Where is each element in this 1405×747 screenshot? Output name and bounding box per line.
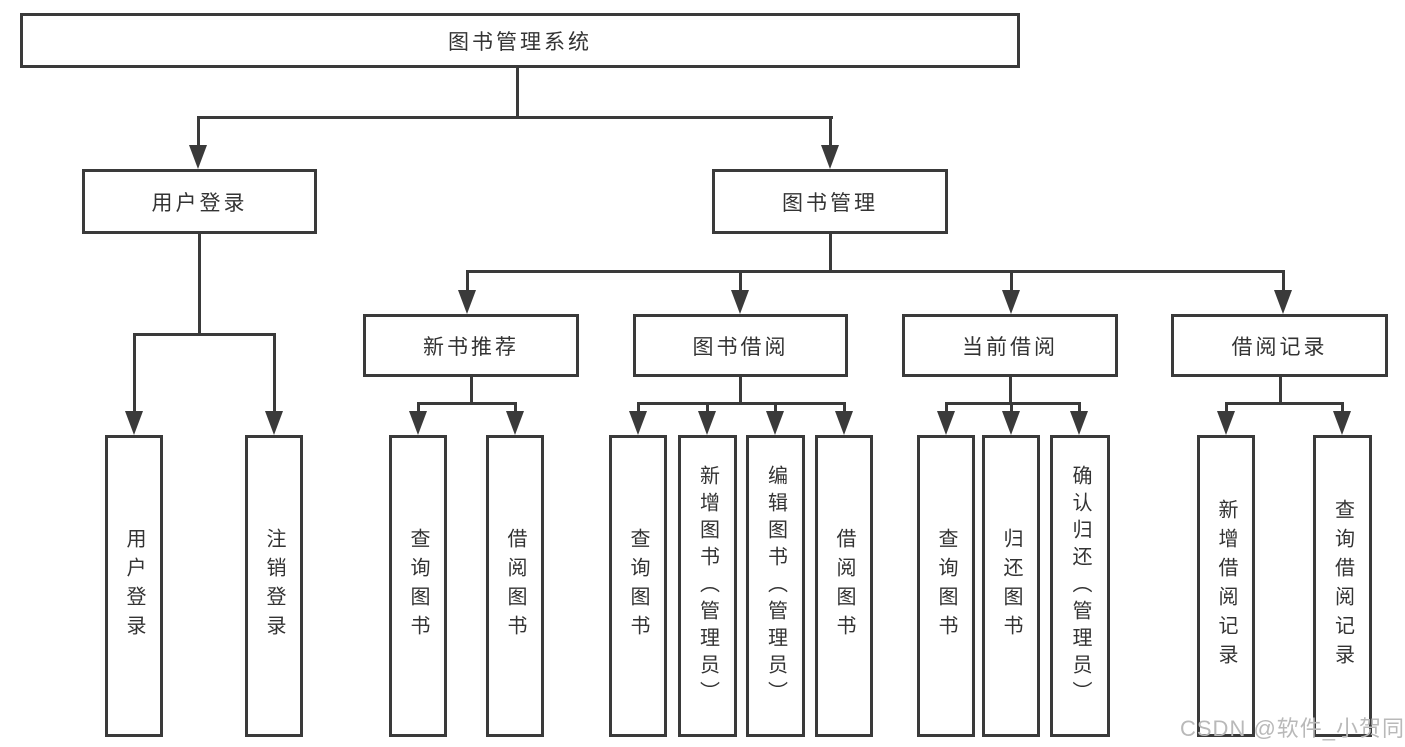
leaf-bb-add-book-admin: 新增图书（管理员） [678, 435, 737, 737]
leaf-user-login-label: 用户登录 [123, 528, 145, 644]
arrow-down-icon [1333, 411, 1351, 435]
connector-stem-current-borrow [1010, 270, 1013, 292]
arrow-down-icon [1002, 290, 1020, 314]
leaf-logout-label: 注销登录 [263, 528, 285, 644]
leaf-bb-query-book: 查询图书 [609, 435, 667, 737]
node-new-book-recommend-label: 新书推荐 [423, 335, 519, 359]
connector-rec-drop [470, 377, 473, 405]
connector-root-drop [516, 68, 519, 118]
arrow-down-icon [189, 145, 207, 169]
connector-book-mgmt-drop [829, 234, 832, 273]
connector-stem-rec-query [417, 402, 420, 413]
leaf-logout: 注销登录 [245, 435, 303, 737]
node-root-label: 图书管理系统 [448, 30, 592, 54]
connector-stem-book-mgmt [829, 116, 832, 146]
connector-stem-leaf-logout [273, 333, 276, 412]
leaf-user-login: 用户登录 [105, 435, 163, 737]
arrow-down-icon [1274, 290, 1292, 314]
leaf-cb-query-book: 查询图书 [917, 435, 975, 737]
connector-stem-br-query [1341, 402, 1344, 413]
connector-stem-book-borrow [739, 270, 742, 292]
arrow-down-icon [1070, 411, 1088, 435]
connector-level2-rail [197, 116, 833, 119]
leaf-br-query-record-label: 查询借阅记录 [1331, 499, 1354, 673]
leaf-cb-query-book-label: 查询图书 [935, 528, 957, 644]
arrow-down-icon [766, 411, 784, 435]
node-borrow-records: 借阅记录 [1171, 314, 1388, 377]
connector-bb-rail [637, 402, 846, 405]
connector-stem-rec-borrow [514, 402, 517, 413]
leaf-rec-borrow-book-label: 借阅图书 [504, 528, 526, 644]
leaf-bb-borrow-book: 借阅图书 [815, 435, 873, 737]
connector-br-rail [1225, 402, 1344, 405]
arrow-down-icon [458, 290, 476, 314]
arrow-down-icon [506, 411, 524, 435]
connector-stem-leaf-user-login [133, 333, 136, 412]
leaf-bb-add-book-admin-label: 新增图书（管理员） [696, 464, 719, 708]
connector-stem-cb-return [1010, 402, 1013, 413]
connector-level3-rail [466, 270, 1285, 273]
connector-stem-user-login [197, 116, 200, 146]
connector-stem-bb-edit [774, 402, 777, 413]
leaf-cb-confirm-return-admin: 确认归还（管理员） [1050, 435, 1110, 737]
arrow-down-icon [937, 411, 955, 435]
arrow-down-icon [409, 411, 427, 435]
connector-cb-rail [945, 402, 1081, 405]
leaf-cb-return-book: 归还图书 [982, 435, 1040, 737]
arrow-down-icon [265, 411, 283, 435]
connector-stem-new-book-rec [466, 270, 469, 292]
leaf-bb-edit-book-admin-label: 编辑图书（管理员） [764, 464, 787, 708]
connector-stem-br-add [1225, 402, 1228, 413]
connector-stem-cb-confirm [1078, 402, 1081, 413]
node-borrow-records-label: 借阅记录 [1231, 335, 1328, 359]
leaf-bb-query-book-label: 查询图书 [627, 528, 649, 644]
node-book-borrow-label: 图书借阅 [692, 335, 789, 359]
arrow-down-icon [835, 411, 853, 435]
connector-stem-bb-borrow [843, 402, 846, 413]
connector-user-login-drop [198, 234, 201, 336]
connector-stem-cb-query [945, 402, 948, 413]
node-new-book-recommend: 新书推荐 [363, 314, 579, 377]
connector-rec-rail [417, 402, 517, 405]
leaf-bb-edit-book-admin: 编辑图书（管理员） [746, 435, 805, 737]
leaf-rec-query-book: 查询图书 [389, 435, 447, 737]
node-book-borrow: 图书借阅 [633, 314, 848, 377]
connector-cb-drop [1009, 377, 1012, 405]
arrow-down-icon [731, 290, 749, 314]
node-root: 图书管理系统 [20, 13, 1020, 68]
arrow-down-icon [1002, 411, 1020, 435]
connector-stem-bb-query [637, 402, 640, 413]
arrow-down-icon [629, 411, 647, 435]
node-current-borrow: 当前借阅 [902, 314, 1118, 377]
node-book-management: 图书管理 [712, 169, 948, 234]
leaf-br-query-record: 查询借阅记录 [1313, 435, 1372, 737]
leaf-br-add-record-label: 新增借阅记录 [1215, 499, 1237, 673]
leaf-rec-borrow-book: 借阅图书 [486, 435, 544, 737]
node-current-borrow-label: 当前借阅 [962, 335, 1058, 359]
connector-stem-borrow-records [1282, 270, 1285, 292]
connector-user-login-rail [133, 333, 276, 336]
leaf-bb-borrow-book-label: 借阅图书 [833, 528, 855, 644]
leaf-cb-confirm-return-admin-label: 确认归还（管理员） [1069, 464, 1091, 708]
arrow-down-icon [821, 145, 839, 169]
leaf-br-add-record: 新增借阅记录 [1197, 435, 1255, 737]
arrow-down-icon [125, 411, 143, 435]
node-user-login: 用户登录 [82, 169, 317, 234]
csdn-watermark: CSDN @软件_小贺同学 [1180, 716, 1405, 741]
node-book-management-label: 图书管理 [782, 191, 878, 215]
connector-bb-drop [739, 377, 742, 405]
arrow-down-icon [698, 411, 716, 435]
arrow-down-icon [1217, 411, 1235, 435]
leaf-cb-return-book-label: 归还图书 [1000, 528, 1022, 644]
connector-br-drop [1279, 377, 1282, 405]
connector-stem-bb-add [706, 402, 709, 413]
node-user-login-label: 用户登录 [151, 191, 248, 215]
leaf-rec-query-book-label: 查询图书 [407, 528, 429, 644]
